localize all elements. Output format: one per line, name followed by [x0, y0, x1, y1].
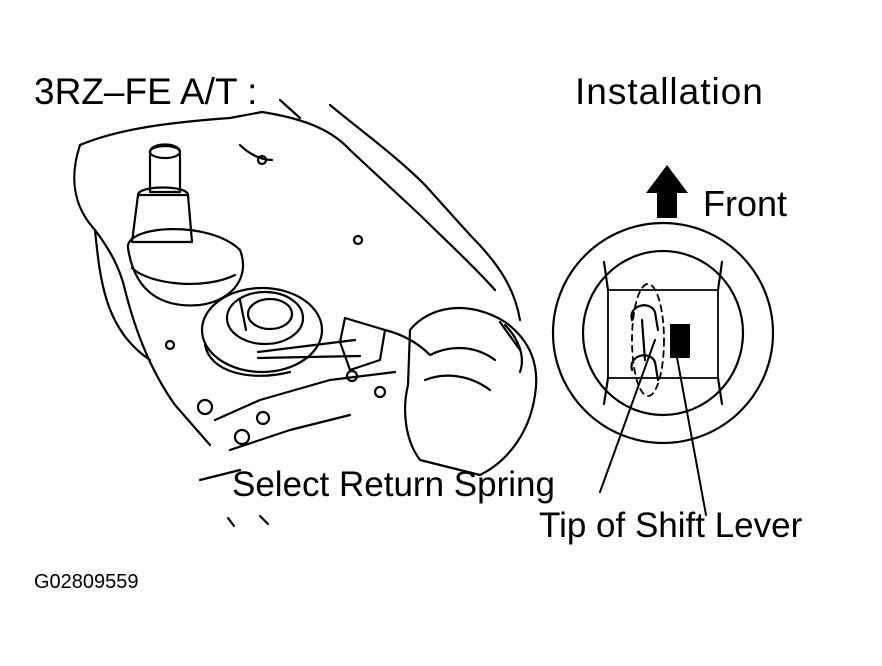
section-title: Installation: [575, 71, 764, 112]
callout-leaders: [599, 339, 707, 516]
arrow-up-icon: [646, 165, 688, 218]
shift-lever: [126, 143, 324, 377]
model-title: 3RZ–FE A/T :: [34, 71, 258, 112]
figure-code: G02809559: [34, 571, 139, 593]
transmission-housing: [73, 98, 522, 528]
callout-select-return-spring: Select Return Spring: [232, 465, 555, 504]
direction-label: Front: [703, 183, 788, 224]
pliers-and-hand: [256, 306, 538, 477]
callout-tip-of-shift-lever: Tip of Shift Lever: [539, 506, 803, 545]
installation-detail: [551, 221, 775, 445]
